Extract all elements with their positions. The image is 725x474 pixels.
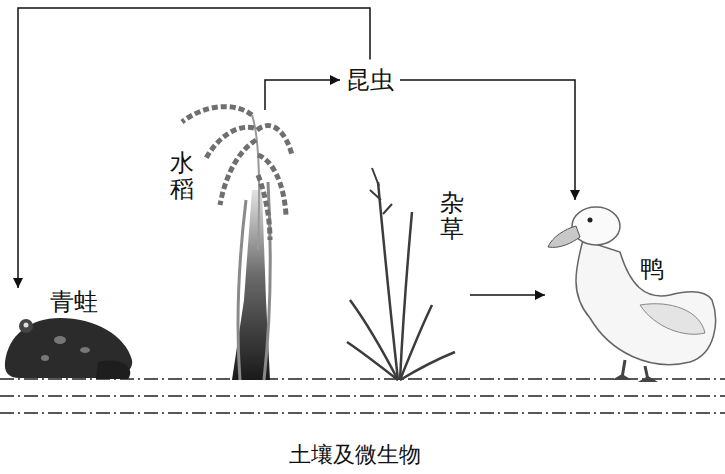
organism-label: 杂草: [440, 190, 464, 243]
frog-leg: [96, 360, 130, 379]
duck: [548, 207, 716, 382]
weed-leaf: [350, 300, 398, 380]
duck-head: [572, 207, 620, 245]
food-chain-arrow: [400, 80, 575, 200]
weed-leaf: [347, 342, 398, 380]
soil-line: [0, 412, 725, 414]
organism-node: 青蛙: [3, 288, 140, 380]
rice-stalk: [232, 190, 270, 380]
frog-spot: [80, 347, 90, 353]
rice-panicle: [220, 140, 256, 205]
rice-leaf: [238, 200, 246, 380]
duck-beak: [548, 226, 580, 247]
duck-eye: [588, 218, 593, 223]
frog: [5, 318, 132, 379]
duck-wing: [640, 304, 705, 335]
frog-eye: [19, 319, 33, 333]
soil-lines: [0, 379, 725, 413]
duck-foot: [612, 374, 658, 382]
weed-leaf: [400, 352, 455, 380]
organism-label: 水稻: [170, 150, 194, 203]
organism-node: 鸭: [545, 200, 720, 390]
food-chain-arrow: [18, 8, 370, 288]
frog-spot: [41, 355, 49, 361]
organism-node: 昆虫: [340, 60, 400, 101]
weed-leaf: [400, 305, 432, 380]
rice-plant: [182, 107, 292, 380]
organism-label: 鸭: [640, 255, 664, 284]
soil-line: [0, 395, 725, 397]
rice-stem: [252, 115, 259, 250]
frog-spot: [54, 336, 66, 344]
organism-node: 水稻: [165, 110, 300, 380]
weed-seed: [370, 168, 392, 214]
frog-eye: [24, 323, 29, 328]
rice-grains: [182, 107, 292, 240]
duck-body: [576, 240, 716, 365]
food-chain-arrow: [470, 294, 545, 296]
food-chain-arrow: [265, 80, 340, 110]
rice-panicle: [205, 127, 254, 160]
organism-label: 昆虫: [346, 66, 394, 95]
organism-label: 青蛙: [50, 288, 98, 317]
rice-panicle: [182, 107, 252, 122]
rice-panicle: [257, 126, 292, 155]
organism-node: 杂草: [345, 175, 470, 380]
rice-panicle: [258, 175, 270, 240]
soil-label: 土壤及微生物: [289, 442, 421, 468]
weed-plant: [347, 168, 455, 380]
frog-body: [5, 318, 132, 378]
